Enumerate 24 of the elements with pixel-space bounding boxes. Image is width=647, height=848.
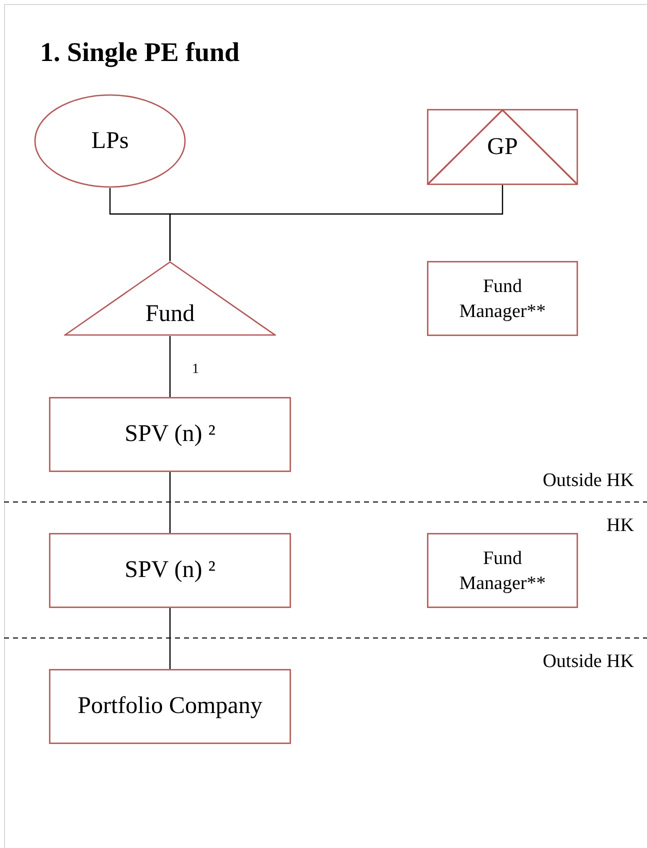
- process-box: [49, 533, 291, 608]
- connector-line: [169, 472, 171, 533]
- node-label: Fund: [145, 300, 195, 329]
- process-box: [49, 669, 291, 744]
- node-label: SPV (n) ²: [124, 420, 216, 449]
- node-label: GP: [487, 132, 518, 162]
- region-label: Outside HK: [542, 651, 634, 673]
- node-label: Fund Manager**: [458, 546, 547, 596]
- node-label: Portfolio Company: [78, 692, 262, 721]
- region-label: HK: [606, 515, 634, 537]
- triangle-node: [64, 261, 276, 336]
- process-box: [427, 261, 578, 336]
- ellipse-node: [34, 94, 186, 188]
- crossed-box-node: [427, 109, 578, 185]
- region-label: Outside HK: [542, 470, 634, 492]
- connector-line: [169, 608, 171, 669]
- node-label: Fund Manager**: [458, 274, 547, 324]
- connector-line: [169, 336, 171, 397]
- diagram-title: 1. Single PE fund: [40, 39, 240, 66]
- process-box: [49, 397, 291, 472]
- process-box: [427, 533, 578, 608]
- node-label: LPs: [91, 126, 129, 156]
- connector-line: [169, 185, 504, 261]
- node-label: SPV (n) ²: [124, 556, 216, 585]
